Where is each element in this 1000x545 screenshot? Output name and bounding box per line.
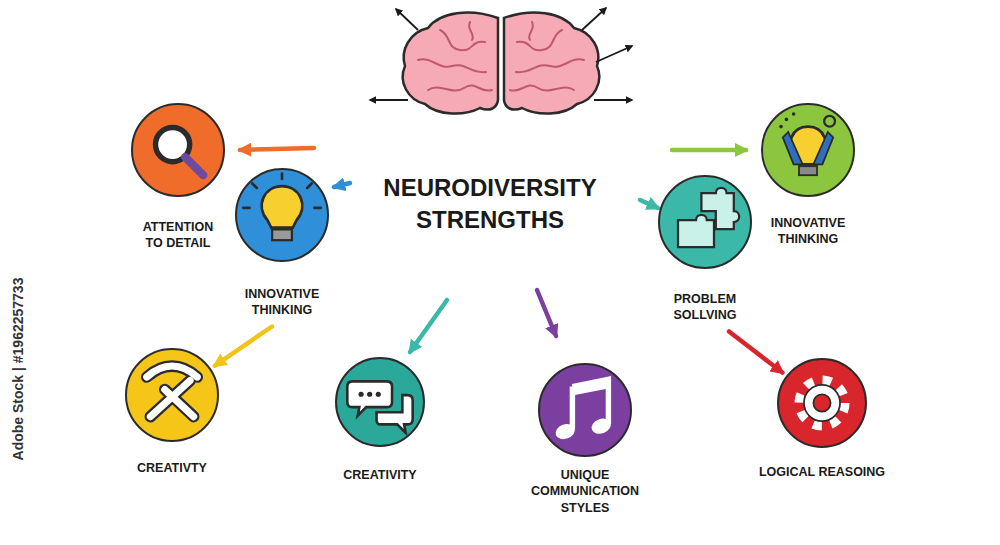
diagram-title: NEURODIVERSITY STRENGTHS	[345, 172, 635, 236]
strength-node: LOGICAL REASOING	[735, 358, 909, 480]
strength-node: INNOVATIVE THINKING	[759, 103, 857, 248]
icon-circle	[538, 363, 632, 457]
brain-illustration	[403, 13, 600, 114]
icon-circle	[761, 103, 855, 197]
strength-label: INNOVATIVE THINKING	[236, 286, 328, 319]
icon-circle	[658, 175, 752, 269]
connector-arrow	[215, 327, 272, 366]
strength-label: CREATIVITY	[305, 467, 455, 483]
strength-label: ATTENTION TO DETAIL	[135, 219, 221, 252]
strength-node: CREATIVTY	[95, 348, 249, 476]
strength-label: INNOVATIVE THINKING	[762, 215, 854, 248]
strength-node: CREATIVITY	[303, 357, 457, 483]
strength-label: CREATIVTY	[97, 460, 247, 476]
strength-node: PROBLEM SOLLVING	[656, 175, 754, 324]
icon-circle	[131, 103, 225, 197]
icon-circle	[777, 358, 867, 448]
radiating-arrows	[370, 8, 632, 100]
icon-circle	[235, 168, 329, 262]
strength-label: PROBLEM SOLLVING	[663, 291, 747, 324]
strength-node: INNOVATIVE THINKING	[233, 168, 331, 319]
strength-node: UNIQUE COMMUNICATION STYLES	[518, 363, 652, 516]
connector-arrow	[729, 332, 782, 373]
icon-circle	[125, 348, 219, 442]
strength-node: ATTENTION TO DETAIL	[129, 103, 227, 252]
icon-circle	[335, 357, 425, 447]
watermark: Adobe Stock | #1962257733	[10, 259, 26, 479]
strength-label: LOGICAL REASOING	[737, 464, 907, 480]
strength-label: UNIQUE COMMUNICATION STYLES	[520, 467, 650, 516]
